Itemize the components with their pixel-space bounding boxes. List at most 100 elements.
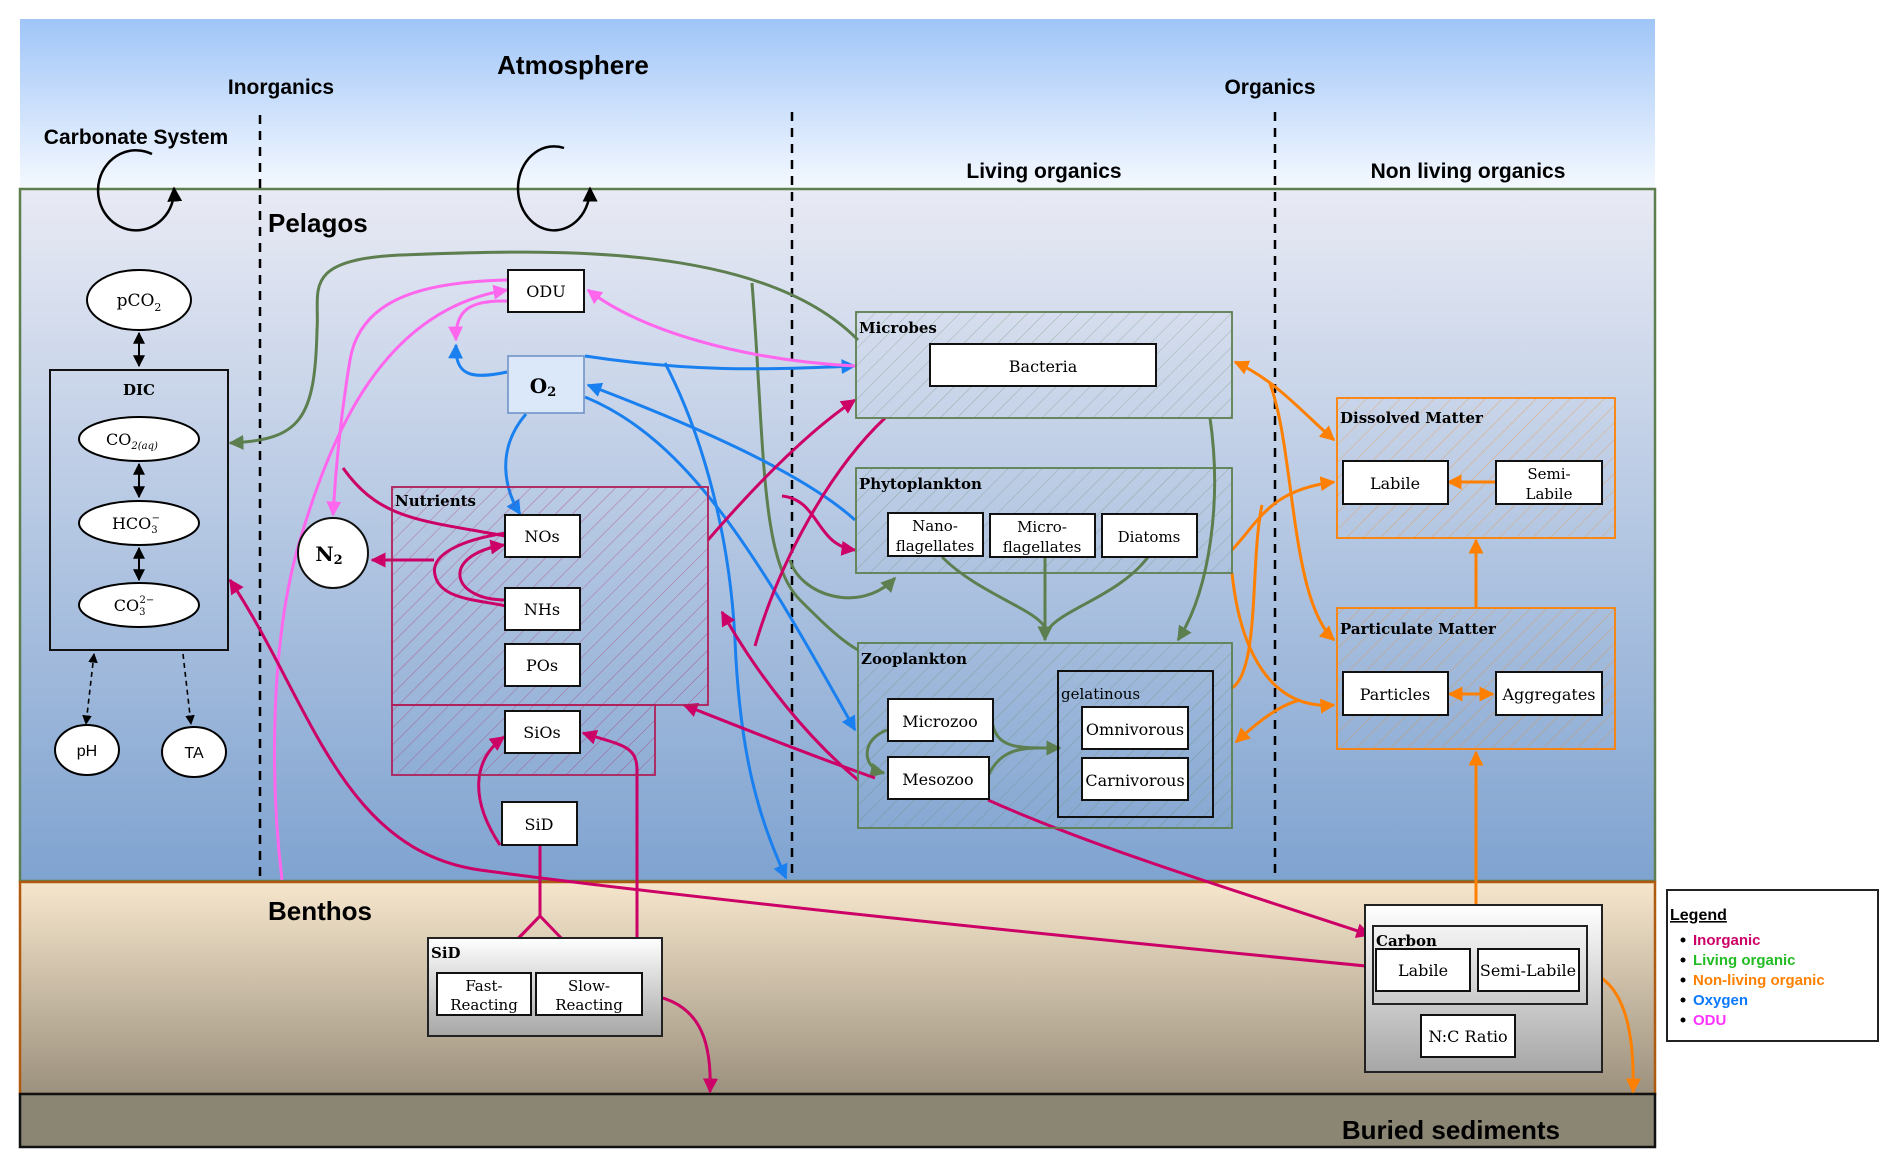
- svg-text:flagellates: flagellates: [896, 537, 975, 555]
- legend-item: Living organic: [1693, 952, 1796, 969]
- svg-text:Semi-Labile: Semi-Labile: [1480, 961, 1576, 980]
- o2-node[interactable]: O2: [507, 355, 585, 414]
- pco2-node[interactable]: pCO2: [86, 269, 192, 331]
- nhs-node[interactable]: NHs: [504, 587, 581, 631]
- svg-text:N:C Ratio: N:C Ratio: [1428, 1027, 1507, 1046]
- svg-text:CO32−: CO32−: [114, 595, 154, 618]
- benthos-label: Benthos: [268, 896, 372, 926]
- benthic-sid-title: SiD: [431, 944, 461, 962]
- legend-item: Oxygen: [1693, 992, 1748, 1009]
- fast-reacting-node[interactable]: Fast- Reacting: [436, 972, 532, 1016]
- hco3-node[interactable]: HCO3−: [78, 500, 200, 546]
- legend-bullet-icon: [1680, 937, 1686, 943]
- svg-text:pCO2: pCO2: [117, 291, 162, 314]
- benthic-semilabile-node[interactable]: Semi-Labile: [1477, 948, 1580, 992]
- svg-text:Nano-: Nano-: [912, 517, 958, 535]
- dic-box[interactable]: [49, 369, 229, 651]
- svg-text:Particles: Particles: [1360, 685, 1431, 704]
- svg-text:Slow-: Slow-: [568, 977, 610, 995]
- legend-item: ODU: [1693, 1012, 1726, 1029]
- carbonate-system-label: Carbonate System: [44, 126, 228, 149]
- benthic-carbon-group[interactable]: [1372, 925, 1588, 1005]
- flow-benthos-to-dic: [228, 578, 1377, 969]
- svg-text:HCO3−: HCO3−: [112, 513, 160, 536]
- svg-text:Carnivorous: Carnivorous: [1085, 771, 1184, 790]
- omnivorous-node[interactable]: Omnivorous: [1081, 706, 1189, 750]
- flow-nutrients-to-microbes: [706, 398, 857, 541]
- svg-text:Reacting: Reacting: [450, 996, 518, 1014]
- svg-text:Labile: Labile: [1526, 485, 1573, 503]
- atmosphere-label: Atmosphere: [497, 50, 649, 80]
- flow-o2-to-odu: [448, 343, 508, 377]
- svg-text:flagellates: flagellates: [1003, 538, 1082, 556]
- co3-node[interactable]: CO32−: [78, 582, 200, 628]
- legend-item: Non-living organic: [1693, 972, 1825, 989]
- dic-title: DIC: [123, 381, 155, 399]
- svg-text:Micro-: Micro-: [1017, 518, 1067, 536]
- benthic-labile-node[interactable]: Labile: [1375, 948, 1471, 992]
- dissolved-matter-title: Dissolved Matter: [1340, 409, 1484, 427]
- dom-semilabile-node[interactable]: Semi- Labile: [1495, 460, 1603, 505]
- flow-microbes-to-nutrients: [753, 416, 887, 647]
- svg-text:pH: pH: [77, 743, 97, 760]
- flow-phyto-to-particulate: [1230, 572, 1336, 714]
- svg-text:CO2(aq): CO2(aq): [106, 430, 158, 452]
- svg-text:Aggregates: Aggregates: [1501, 685, 1595, 704]
- flow-microbes-to-odu: [586, 288, 856, 368]
- dic-ta-link: [182, 653, 195, 725]
- flow-microbes-particulate: [1268, 383, 1336, 642]
- n2-node[interactable]: N2: [297, 517, 369, 589]
- ta-node[interactable]: TA: [161, 726, 227, 778]
- particles-node[interactable]: Particles: [1342, 671, 1449, 716]
- flow-o2-to-zoo: [584, 395, 857, 732]
- sios-node[interactable]: SiOs: [504, 710, 581, 754]
- odu-node[interactable]: ODU: [507, 269, 585, 313]
- carnivorous-node[interactable]: Carnivorous: [1081, 757, 1189, 801]
- svg-text:Semi-: Semi-: [1527, 465, 1570, 483]
- pelagos-label: Pelagos: [268, 208, 368, 238]
- buried-sediments-label: Buried sediments: [1342, 1115, 1560, 1145]
- microzoo-node[interactable]: Microzoo: [887, 698, 994, 742]
- dom-labile-node[interactable]: Labile: [1342, 460, 1449, 505]
- flow-phyto-to-dissolved: [1230, 476, 1336, 552]
- gelatinous-title: gelatinous: [1061, 685, 1140, 703]
- particulate-matter-title: Particulate Matter: [1340, 620, 1497, 638]
- microbes-title: Microbes: [859, 319, 937, 337]
- zooplankton-title: Zooplankton: [861, 650, 967, 668]
- svg-text:TA: TA: [184, 745, 204, 762]
- nc-ratio-node[interactable]: N:C Ratio: [1420, 1014, 1516, 1058]
- legend-title: Legend: [1670, 907, 1727, 924]
- microflagellates-node[interactable]: Micro- flagellates: [989, 513, 1096, 558]
- organics-label: Organics: [1224, 76, 1315, 99]
- svg-text:Reacting: Reacting: [555, 996, 623, 1014]
- pos-node[interactable]: POs: [504, 643, 581, 687]
- flow-o2-to-benthos: [663, 362, 788, 880]
- living-organics-label: Living organics: [966, 160, 1121, 183]
- carbonate-cycle-icon: [96, 149, 183, 232]
- gelatinous-group[interactable]: [1057, 670, 1214, 818]
- aggregates-node[interactable]: Aggregates: [1495, 671, 1603, 716]
- svg-text:Bacteria: Bacteria: [1009, 357, 1078, 376]
- flow-zoo-to-sios: [682, 702, 876, 780]
- diatoms-node[interactable]: Diatoms: [1101, 513, 1198, 558]
- legend-bullet-icon: [1680, 1017, 1686, 1023]
- nanoflagellates-node[interactable]: Nano- flagellates: [887, 512, 984, 557]
- slow-reacting-node[interactable]: Slow- Reacting: [535, 972, 643, 1016]
- bacteria-node[interactable]: Bacteria: [929, 343, 1157, 387]
- flow-particulate-to-zoo: [1234, 698, 1301, 744]
- legend-item: Inorganic: [1693, 932, 1761, 949]
- atmosphere-zone: [20, 19, 1655, 189]
- svg-text:SiOs: SiOs: [523, 723, 560, 742]
- inorganics-label: Inorganics: [228, 76, 334, 99]
- svg-text:Labile: Labile: [1398, 961, 1448, 980]
- svg-text:Omnivorous: Omnivorous: [1086, 720, 1184, 739]
- co2aq-node[interactable]: CO2(aq): [78, 416, 200, 462]
- legend-bullet-icon: [1680, 957, 1686, 963]
- nos-node[interactable]: NOs: [504, 514, 581, 558]
- ph-node[interactable]: pH: [54, 724, 120, 776]
- sid-node[interactable]: SiD: [501, 801, 578, 846]
- svg-text:Diatoms: Diatoms: [1118, 528, 1181, 546]
- svg-text:Labile: Labile: [1370, 474, 1420, 493]
- mesozoo-node[interactable]: Mesozoo: [887, 756, 990, 800]
